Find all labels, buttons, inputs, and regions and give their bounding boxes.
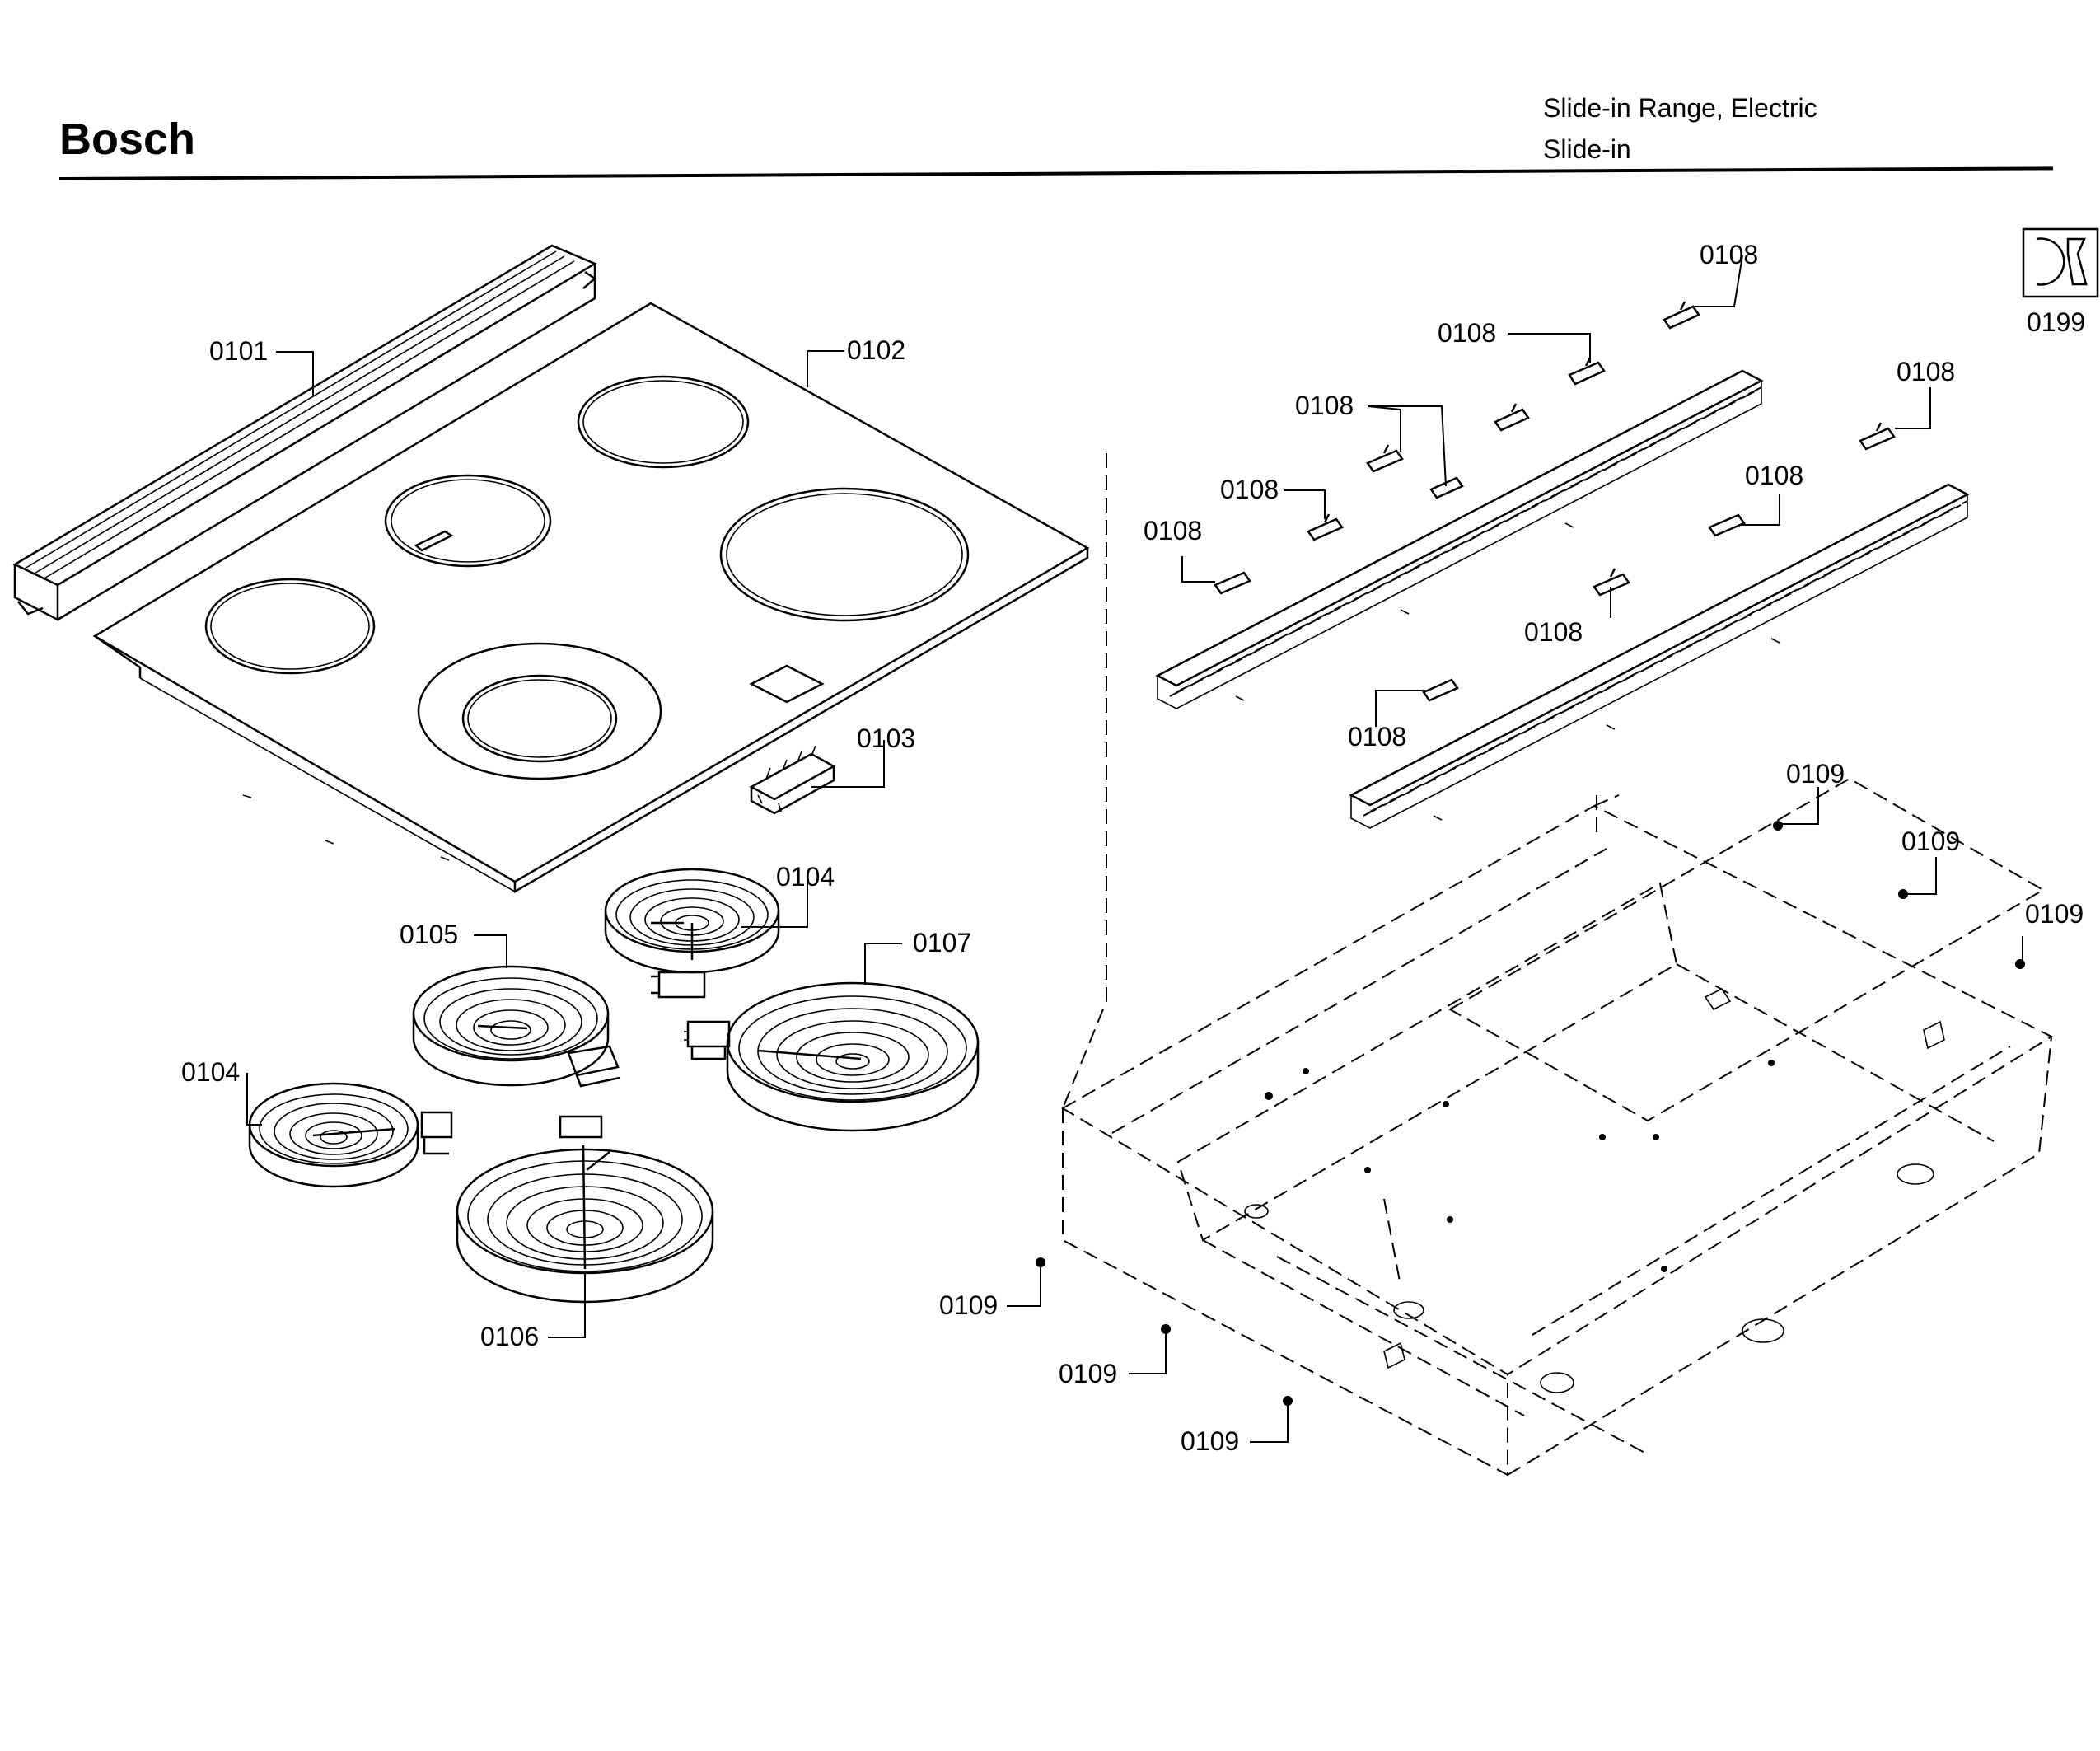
callout-0109-right[interactable]: 0109 xyxy=(2025,899,2084,929)
rail-clip[interactable] xyxy=(1214,301,1896,702)
callout-0108-center[interactable]: 0108 xyxy=(1745,461,1803,490)
burner-element-medium[interactable] xyxy=(412,965,620,1088)
callout-0109-bottom[interactable]: 0109 xyxy=(1181,1426,1239,1456)
callout-0109-lower[interactable]: 0109 xyxy=(1059,1359,1117,1388)
callout-0104-top[interactable]: 0104 xyxy=(776,862,835,892)
callout-0108-pair[interactable]: 0108 xyxy=(1295,391,1354,420)
alignment-line xyxy=(1062,453,1107,1109)
burner-element-small-top[interactable] xyxy=(604,868,780,999)
callout-0109-left[interactable]: 0109 xyxy=(939,1290,998,1320)
callout-leaders xyxy=(246,255,2023,1443)
callout-0104-left[interactable]: 0104 xyxy=(181,1057,240,1087)
product-type: Slide-in xyxy=(1543,134,1631,164)
support-rail-upper[interactable] xyxy=(1155,369,1764,709)
frame-screw[interactable] xyxy=(1036,821,2025,1406)
vent-trim-strip[interactable] xyxy=(12,244,597,622)
product-line: Slide-in Range, Electric xyxy=(1543,93,1817,123)
callout-0105[interactable]: 0105 xyxy=(400,920,458,949)
callout-0108-bottom[interactable]: 0108 xyxy=(1348,722,1406,751)
burner-element-large-right[interactable] xyxy=(684,981,980,1132)
callout-0109-mid[interactable]: 0109 xyxy=(1901,826,1960,856)
callout-0107[interactable]: 0107 xyxy=(913,928,971,957)
callout-0101[interactable]: 0101 xyxy=(209,336,268,366)
brand-title: Bosch xyxy=(59,115,196,164)
callout-0109-top[interactable]: 0109 xyxy=(1786,759,1845,789)
callout-0108-right[interactable]: 0108 xyxy=(1897,357,1955,386)
callout-0103[interactable]: 0103 xyxy=(857,723,915,753)
glass-cooktop[interactable] xyxy=(92,302,1090,894)
wrench-icon[interactable] xyxy=(2022,227,2099,298)
callout-0108-upper[interactable]: 0108 xyxy=(1438,318,1496,348)
burner-element-small-left[interactable] xyxy=(248,1082,453,1188)
callout-0108-left[interactable]: 0108 xyxy=(1144,516,1202,545)
callout-0102[interactable]: 0102 xyxy=(847,335,905,365)
callout-0106[interactable]: 0106 xyxy=(480,1322,539,1351)
callout-0108-mid[interactable]: 0108 xyxy=(1220,475,1279,504)
callout-0108-lower[interactable]: 0108 xyxy=(1524,617,1583,647)
callout-0108-top[interactable]: 0108 xyxy=(1700,240,1758,269)
chassis-frame[interactable] xyxy=(1061,777,2054,1477)
terminal-block[interactable] xyxy=(749,745,836,815)
callout-0199[interactable]: 0199 xyxy=(2027,307,2085,337)
support-rail-lower[interactable] xyxy=(1349,483,1970,829)
